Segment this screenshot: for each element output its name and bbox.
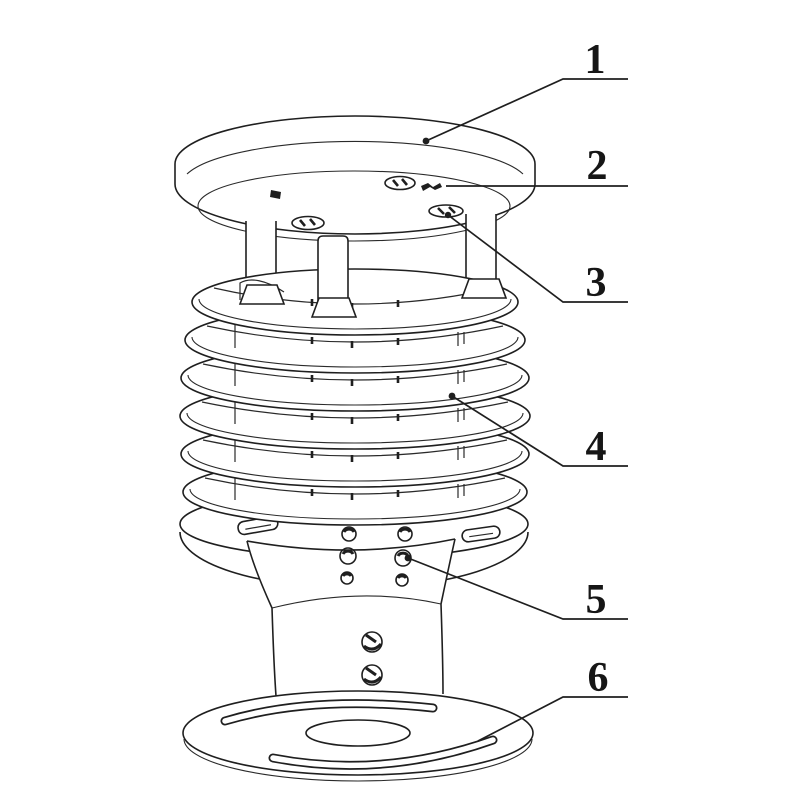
post-foot-right — [460, 278, 508, 299]
callouts: 1 2 3 4 5 6 — [404, 37, 628, 742]
callout-5: 5 — [404, 554, 628, 623]
leader-line — [447, 214, 628, 303]
leader-line — [451, 395, 628, 467]
callout-number: 6 — [588, 655, 609, 701]
post-feet — [238, 235, 508, 318]
post-foot-left — [238, 284, 286, 305]
pedestal — [246, 526, 456, 697]
base-arc-slot — [268, 735, 498, 770]
mounting-screw — [291, 215, 325, 231]
pedestal-body — [247, 539, 455, 696]
callout-1: 1 — [422, 37, 628, 145]
vent-hole — [340, 571, 354, 585]
cap-screws — [291, 175, 464, 231]
vent-hole — [341, 526, 357, 542]
leader-line — [477, 696, 628, 742]
callout-number: 2 — [587, 143, 608, 189]
callout-number: 4 — [586, 424, 607, 470]
mounting-screw — [384, 175, 442, 191]
callout-number: 3 — [586, 260, 607, 306]
vent-hole — [397, 526, 413, 542]
leader-line — [425, 78, 628, 142]
base-arc-slot — [220, 699, 438, 726]
pedestal-waist-arc — [271, 595, 442, 609]
callout-dot — [404, 554, 412, 562]
screw-bolt-detail — [421, 183, 442, 191]
callout-4: 4 — [448, 392, 628, 470]
callout-6: 6 — [477, 655, 628, 742]
callout-number: 5 — [586, 577, 607, 623]
callout-2: 2 — [446, 143, 628, 189]
mounting-base-plate — [182, 690, 534, 782]
cap-underside — [197, 170, 511, 242]
post-foot-front — [310, 297, 358, 318]
support-post-front — [317, 235, 349, 303]
post-screw-nub — [270, 190, 281, 199]
callout-number: 1 — [585, 37, 606, 83]
ring-slot — [461, 525, 501, 543]
support-posts — [245, 190, 497, 291]
cap-top-inner-arc — [186, 140, 524, 175]
louver-stack — [179, 268, 531, 526]
callout-dot — [422, 137, 430, 145]
base-plate-rim — [183, 738, 533, 782]
support-post-right — [465, 214, 497, 285]
vent-hole — [339, 547, 357, 565]
vent-hole — [395, 573, 409, 587]
callout-dot — [448, 392, 456, 400]
callout-3: 3 — [444, 211, 628, 306]
set-screws — [361, 631, 383, 686]
leader-line — [407, 557, 628, 620]
set-screw — [361, 664, 383, 686]
base-center-hole — [305, 719, 411, 747]
set-screw — [361, 631, 383, 653]
callout-dot — [444, 211, 452, 219]
